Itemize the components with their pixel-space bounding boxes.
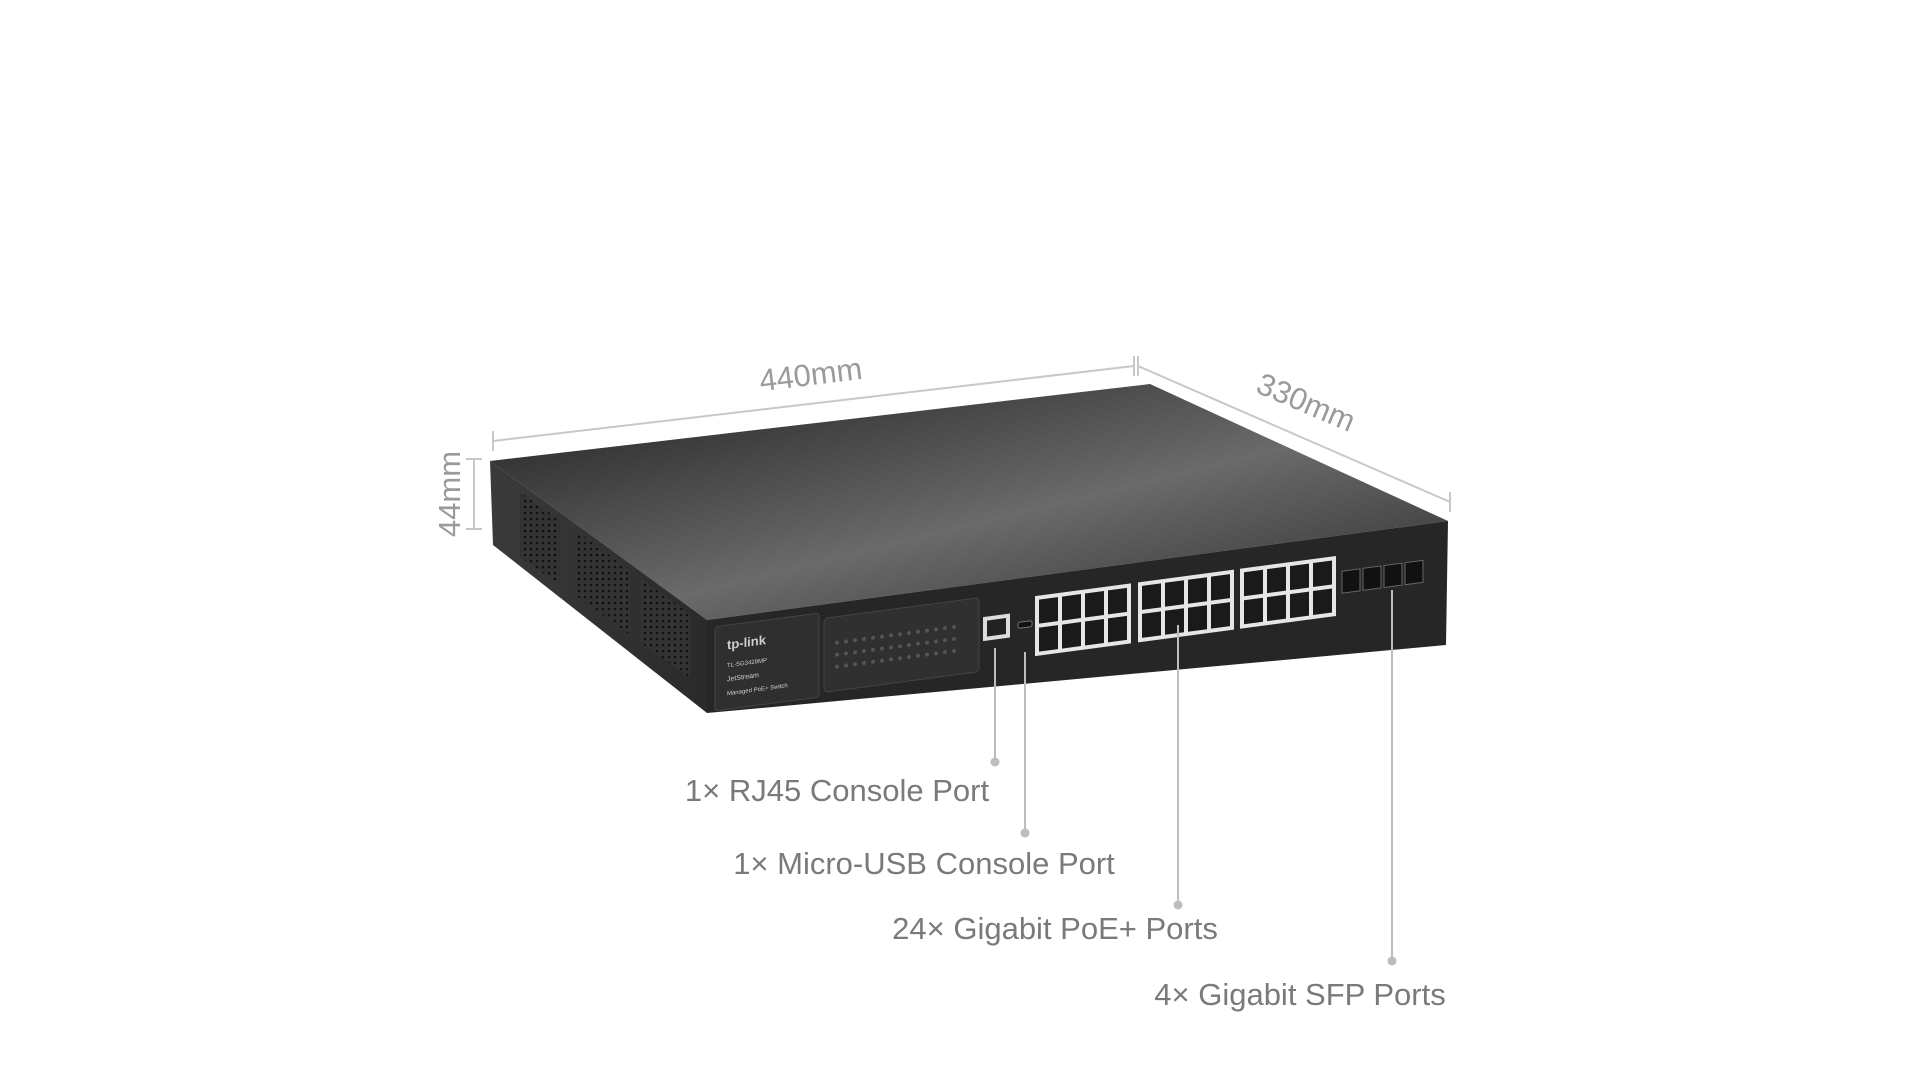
vent-3: [640, 578, 690, 678]
led: [952, 636, 956, 642]
led: [889, 657, 893, 662]
callout-micro-usb-label: 1× Micro-USB Console Port: [733, 846, 1115, 881]
ethernet-port: [1313, 588, 1332, 616]
callout-poe-label: 24× Gigabit PoE+ Ports: [892, 911, 1218, 946]
width-label: 440mm: [757, 351, 864, 398]
led: [880, 658, 884, 663]
led: [916, 653, 920, 658]
led: [880, 646, 884, 651]
ethernet-port: [1039, 597, 1058, 624]
led: [916, 629, 920, 634]
led: [916, 641, 920, 646]
led: [925, 640, 929, 645]
led: [898, 632, 902, 637]
led: [862, 637, 866, 642]
sfp-slot: [1383, 562, 1403, 589]
brand-logo: tp-link: [727, 632, 767, 652]
led: [889, 645, 893, 650]
sfp-slot: [1404, 559, 1424, 586]
ethernet-port: [1290, 591, 1309, 619]
port-group: [1138, 569, 1234, 643]
led: [898, 656, 902, 661]
depth-label: 330mm: [1252, 366, 1361, 439]
ethernet-port: [1142, 611, 1161, 638]
led: [907, 630, 911, 636]
led: [925, 652, 929, 657]
callout-rj45-label: 1× RJ45 Console Port: [685, 773, 990, 808]
ethernet-port: [1085, 590, 1104, 618]
led: [844, 663, 848, 668]
led: [862, 649, 866, 654]
led: [907, 642, 911, 648]
port-group: [1240, 555, 1336, 629]
led: [853, 650, 857, 655]
vent-1: [520, 492, 560, 585]
led: [943, 626, 947, 631]
ethernet-port: [1267, 594, 1286, 622]
led: [862, 661, 866, 666]
switch-top: [490, 384, 1448, 620]
led: [844, 651, 848, 656]
led: [871, 635, 875, 640]
ethernet-port: [1165, 608, 1184, 635]
sfp-slot: [1362, 565, 1382, 591]
ethernet-port: [1244, 597, 1263, 625]
ethernet-port: [1188, 605, 1207, 632]
callout-micro-usb: 1× Micro-USB Console Port: [733, 652, 1115, 881]
led: [934, 627, 938, 632]
ethernet-port: [1108, 615, 1127, 643]
ethernet-port: [1062, 622, 1081, 649]
led: [898, 644, 902, 649]
ethernet-port: [1267, 566, 1286, 594]
callout-sfp-label: 4× Gigabit SFP Ports: [1154, 977, 1446, 1012]
led: [880, 634, 884, 639]
led: [889, 633, 893, 638]
sfp-slot: [1341, 568, 1361, 594]
height-label: 44mm: [432, 451, 467, 537]
led: [907, 654, 911, 660]
led: [952, 648, 956, 654]
led: [943, 650, 947, 655]
poe-ports: [1035, 555, 1336, 657]
led: [871, 659, 875, 664]
dimension-height: 44mm: [432, 451, 482, 537]
ethernet-port: [1290, 563, 1309, 591]
sfp-ports: [1341, 559, 1424, 594]
led: [934, 651, 938, 656]
ethernet-port: [1313, 560, 1332, 588]
ethernet-port: [1211, 574, 1230, 601]
callout-rj45: 1× RJ45 Console Port: [685, 648, 1000, 808]
led: [925, 628, 929, 633]
ethernet-port: [1142, 583, 1161, 610]
ethernet-port: [1211, 602, 1230, 629]
callout-sfp: 4× Gigabit SFP Ports: [1154, 590, 1446, 1012]
led: [853, 662, 857, 667]
led: [844, 639, 848, 644]
led: [871, 647, 875, 652]
led: [934, 639, 938, 644]
series-label: JetStream: [727, 672, 759, 683]
ethernet-port: [1085, 618, 1104, 646]
network-switch: tp-link TL-SG3428MP JetStream Managed Po…: [490, 384, 1448, 713]
led: [835, 652, 839, 657]
callout-poe: 24× Gigabit PoE+ Ports: [892, 625, 1218, 946]
led: [943, 638, 947, 643]
status-leds: [835, 624, 956, 669]
ethernet-port: [1039, 625, 1058, 652]
micro-usb-console-port: [1017, 620, 1033, 629]
led: [835, 664, 839, 669]
port-group: [1035, 583, 1131, 657]
led: [835, 640, 839, 645]
led: [952, 624, 956, 630]
ethernet-port: [1165, 580, 1184, 607]
vent-2: [575, 530, 630, 635]
ethernet-port: [1062, 594, 1081, 621]
logo-panel: [714, 612, 820, 712]
model-label: TL-SG3428MP: [727, 658, 767, 669]
ethernet-port: [1108, 587, 1127, 615]
led: [853, 638, 857, 643]
ethernet-port: [1188, 577, 1207, 604]
ethernet-port: [1244, 569, 1263, 597]
